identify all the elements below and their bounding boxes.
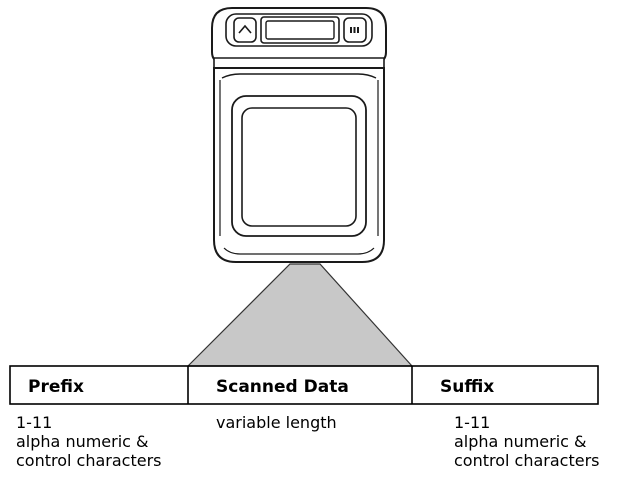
prefix-desc-line: 1-11 [16,413,53,432]
suffix-desc-line: control characters [454,451,600,470]
prefix-desc-line: control characters [16,451,162,470]
scanned-data-header: Scanned Data [216,377,349,397]
suffix-header: Suffix [440,377,495,397]
suffix-desc-line: alpha numeric & [454,432,587,451]
prefix-header: Prefix [28,377,84,397]
scanned-data-description: variable length [216,413,337,432]
scan-beam [186,263,414,367]
suffix-description: 1-11 alpha numeric & control characters [454,413,600,470]
prefix-description: 1-11 alpha numeric & control characters [16,413,162,470]
scanner-device [211,7,387,263]
suffix-desc-line: 1-11 [454,413,491,432]
prefix-desc-line: alpha numeric & [16,432,149,451]
scanned-data-desc-line: variable length [216,413,337,432]
data-format-table [9,365,599,405]
